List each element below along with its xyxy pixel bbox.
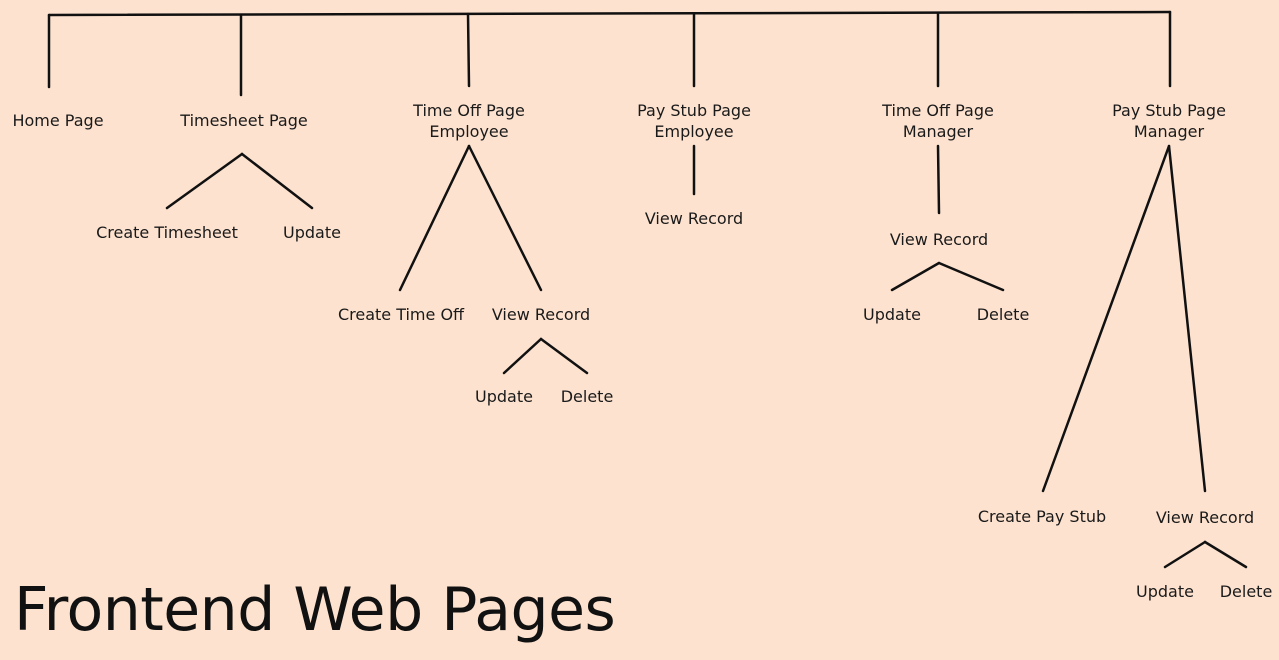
- time-off-manager-view-record-link-line: [936, 144, 941, 215]
- time-off-manager-view-record-node[interactable]: View Record: [890, 229, 988, 250]
- pay-stub-manager-delete-label: Delete: [1219, 582, 1273, 601]
- pay-stub-page-manager-label-line-2: Manager: [1133, 122, 1205, 141]
- time-off-employee-delete-label: Delete: [560, 387, 614, 406]
- timesheet-page-node[interactable]: Timesheet Page: [180, 110, 307, 131]
- time-off-employee-view-record-label: View Record: [491, 305, 591, 324]
- pay-stub-page-employee-node[interactable]: Pay Stub Page Employee: [637, 100, 751, 142]
- pay-stub-manager-view-record-link-line: [1167, 144, 1207, 493]
- timesheet-update-node[interactable]: Update: [283, 222, 341, 243]
- home-page-label: Home Page: [12, 111, 104, 130]
- time-off-employee-link-line: [466, 12, 471, 88]
- timesheet-update-label: Update: [283, 223, 341, 242]
- time-off-manager-delete-link-line: [937, 261, 1005, 292]
- time-off-employee-view-record-link-line: [467, 144, 543, 292]
- pay-stub-manager-delete-node[interactable]: Delete: [1220, 581, 1273, 602]
- pay-stub-page-manager-label-line-1: Pay Stub Page: [1112, 101, 1226, 120]
- time-off-page-employee-label-line-2: Employee: [429, 122, 509, 141]
- pay-stub-page-employee-label-line-2: Employee: [654, 122, 734, 141]
- time-off-manager-update-node[interactable]: Update: [863, 304, 921, 325]
- time-off-page-manager-node[interactable]: Time Off Page Manager: [882, 100, 994, 142]
- pay-stub-employee-view-record-label: View Record: [644, 209, 744, 228]
- pay-stub-employee-view-record-node[interactable]: View Record: [645, 208, 743, 229]
- create-timesheet-link-line: [165, 152, 244, 210]
- time-off-manager-delete-node[interactable]: Delete: [977, 304, 1030, 325]
- timesheet-update-link-line: [240, 152, 314, 210]
- time-off-manager-delete-label: Delete: [976, 305, 1030, 324]
- time-off-manager-update-label: Update: [863, 305, 921, 324]
- create-pay-stub-link-line: [1041, 144, 1171, 493]
- time-off-employee-update-node[interactable]: Update: [475, 386, 533, 407]
- pay-stub-manager-view-record-label: View Record: [1155, 508, 1255, 527]
- time-off-manager-view-record-label: View Record: [889, 230, 989, 249]
- time-off-employee-delete-node[interactable]: Delete: [561, 386, 614, 407]
- create-time-off-label: Create Time Off: [337, 305, 465, 324]
- create-time-off-node[interactable]: Create Time Off: [338, 304, 464, 325]
- time-off-page-employee-label-line-1: Time Off Page: [413, 101, 525, 120]
- time-off-page-employee-node[interactable]: Time Off Page Employee: [413, 100, 525, 142]
- pay-stub-manager-update-label: Update: [1136, 582, 1194, 601]
- timesheet-page-label: Timesheet Page: [180, 111, 308, 130]
- create-pay-stub-label: Create Pay Stub: [977, 507, 1107, 526]
- top-bus-line: [47, 10, 1172, 17]
- pay-stub-manager-update-node[interactable]: Update: [1136, 581, 1194, 602]
- time-off-manager-update-link-line: [890, 261, 941, 292]
- time-off-employee-view-record-node[interactable]: View Record: [492, 304, 590, 325]
- create-pay-stub-node[interactable]: Create Pay Stub: [978, 506, 1106, 527]
- pay-stub-page-employee-label-line-1: Pay Stub Page: [637, 101, 751, 120]
- create-time-off-link-line: [398, 144, 471, 292]
- pay-stub-manager-view-record-node[interactable]: View Record: [1156, 507, 1254, 528]
- pay-stub-manager-update-link-line: [1163, 540, 1207, 569]
- home-page-node[interactable]: Home Page: [12, 110, 103, 131]
- create-timesheet-label: Create Timesheet: [96, 223, 238, 242]
- pay-stub-page-manager-node[interactable]: Pay Stub Page Manager: [1112, 100, 1226, 142]
- time-off-employee-delete-link-line: [539, 337, 589, 375]
- time-off-employee-update-link-line: [502, 337, 543, 375]
- time-off-page-manager-label-line-2: Manager: [902, 122, 974, 141]
- time-off-employee-update-label: Update: [475, 387, 533, 406]
- create-timesheet-node[interactable]: Create Timesheet: [96, 222, 238, 243]
- time-off-page-manager-label-line-1: Time Off Page: [882, 101, 994, 120]
- pay-stub-manager-delete-link-line: [1203, 540, 1248, 569]
- page-title: Frontend Web Pages: [14, 575, 616, 645]
